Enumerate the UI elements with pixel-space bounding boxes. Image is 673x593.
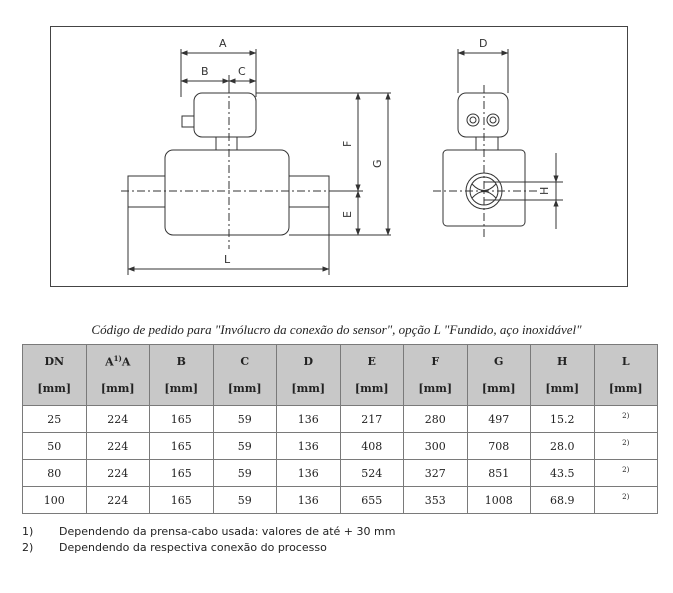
label-A: A: [219, 37, 227, 50]
cell-e: 524: [339, 459, 404, 487]
cell-f: 353: [403, 486, 468, 514]
unit-f: [mm]: [403, 375, 468, 406]
cell-f: 280: [403, 405, 468, 433]
unit-g: [mm]: [466, 375, 531, 406]
footnote-text: Dependendo da respectiva conexão do proc…: [59, 541, 327, 554]
header-h: H: [530, 344, 595, 375]
table-header-row: DN A1)A B C D E F G H L: [22, 344, 658, 375]
header-d: D: [276, 344, 341, 375]
cell-g: 851: [466, 459, 531, 487]
unit-dn: [mm]: [22, 375, 87, 406]
cell-d: 136: [276, 459, 341, 487]
label-D: D: [479, 37, 487, 50]
table-row: 50 224 165 59 136 408 300 708 28.0 2): [22, 432, 658, 460]
cell-b: 165: [149, 486, 214, 514]
cell-dn: 80: [22, 459, 87, 487]
cell-a: 224: [85, 405, 150, 433]
footnotes: 1) Dependendo da prensa-cabo usada: valo…: [22, 524, 395, 556]
label-H: H: [538, 187, 551, 195]
header-dn: DN: [22, 344, 87, 375]
table-row: 100 224 165 59 136 655 353 1008 68.9 2): [22, 486, 658, 514]
cell-a: 224: [85, 486, 150, 514]
header-a: A1)A: [85, 344, 150, 375]
cell-l: 2): [593, 486, 658, 514]
cell-a: 224: [85, 459, 150, 487]
footnote: 1) Dependendo da prensa-cabo usada: valo…: [22, 524, 395, 540]
cell-h: 43.5: [530, 459, 595, 487]
label-C: C: [238, 65, 246, 78]
unit-b: [mm]: [149, 375, 214, 406]
cell-g: 708: [466, 432, 531, 460]
drawing-svg: A B C D E F G H L: [121, 37, 563, 275]
unit-e: [mm]: [339, 375, 404, 406]
footnote-text: Dependendo da prensa-cabo usada: valores…: [59, 525, 396, 538]
unit-l: [mm]: [593, 375, 658, 406]
cell-d: 136: [276, 486, 341, 514]
cell-h: 15.2: [530, 405, 595, 433]
cell-l: 2): [593, 405, 658, 433]
header-l: L: [593, 344, 658, 375]
cell-dn: 50: [22, 432, 87, 460]
header-b: B: [149, 344, 214, 375]
cell-h: 28.0: [530, 432, 595, 460]
cell-g: 497: [466, 405, 531, 433]
unit-h: [mm]: [530, 375, 595, 406]
cable-gland: [181, 115, 195, 128]
cell-b: 165: [149, 405, 214, 433]
footnote-number: 2): [22, 541, 34, 554]
dimension-drawing: A B C D E F G H L: [50, 26, 628, 287]
label-B: B: [201, 65, 209, 78]
cell-c: 59: [212, 432, 277, 460]
unit-c: [mm]: [212, 375, 277, 406]
cell-g: 1008: [466, 486, 531, 514]
cell-l: 2): [593, 432, 658, 460]
connection-housing: [193, 92, 257, 138]
front-housing: [457, 92, 509, 138]
table-row: 25 224 165 59 136 217 280 497 15.2 2): [22, 405, 658, 433]
footnote-number: 1): [22, 525, 34, 538]
table-row: 80 224 165 59 136 524 327 851 43.5 2): [22, 459, 658, 487]
header-c: C: [212, 344, 277, 375]
cell-b: 165: [149, 432, 214, 460]
sensor-body: [164, 149, 290, 236]
header-g: G: [466, 344, 531, 375]
footnote: 2) Dependendo da respectiva conexão do p…: [22, 540, 395, 556]
cell-d: 136: [276, 432, 341, 460]
cell-c: 59: [212, 459, 277, 487]
cell-a: 224: [85, 432, 150, 460]
cell-dn: 25: [22, 405, 87, 433]
cell-f: 300: [403, 432, 468, 460]
label-G: G: [371, 159, 384, 168]
cell-c: 59: [212, 405, 277, 433]
cell-dn: 100: [22, 486, 87, 514]
unit-d: [mm]: [276, 375, 341, 406]
cell-e: 408: [339, 432, 404, 460]
cell-e: 655: [339, 486, 404, 514]
header-e: E: [339, 344, 404, 375]
table-unit-row: [mm] [mm] [mm] [mm] [mm] [mm] [mm] [mm] …: [22, 375, 658, 406]
table-caption: Código de pedido para "Invólucro da cone…: [91, 322, 582, 337]
label-E: E: [341, 211, 354, 218]
label-F: F: [341, 141, 354, 147]
cell-d: 136: [276, 405, 341, 433]
unit-a: [mm]: [85, 375, 150, 406]
label-L: L: [224, 253, 231, 266]
cell-f: 327: [403, 459, 468, 487]
cell-h: 68.9: [530, 486, 595, 514]
cell-e: 217: [339, 405, 404, 433]
cell-b: 165: [149, 459, 214, 487]
header-f: F: [403, 344, 468, 375]
dimensions-table: DN A1)A B C D E F G H L [mm] [mm] [mm] […: [22, 344, 658, 514]
cell-l: 2): [593, 459, 658, 487]
cell-c: 59: [212, 486, 277, 514]
